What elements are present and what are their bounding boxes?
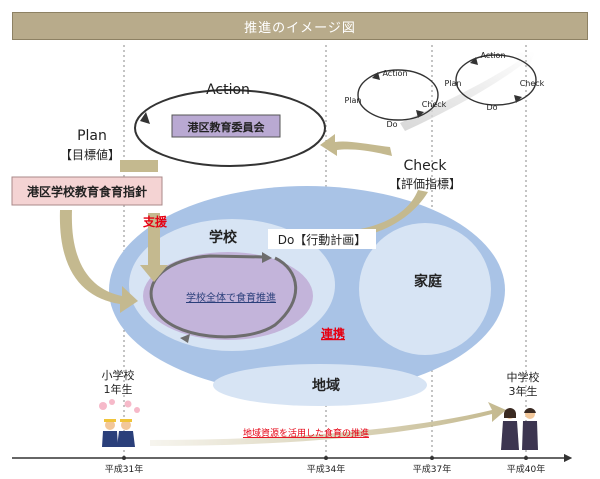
plan-to-policy-arrow — [120, 160, 158, 172]
small2-do: Do — [486, 103, 497, 112]
small1-do: Do — [386, 120, 397, 129]
policy-label: 港区学校教育食育指針 — [27, 184, 147, 199]
junior-students-icon — [501, 408, 538, 450]
small2-plan: Plan — [444, 79, 461, 88]
timeline-label-4: 平成40年 — [507, 463, 545, 475]
junior-line2: 3年生 — [509, 384, 538, 398]
title-bar: 推進のイメージ図 — [12, 12, 588, 40]
school-promotion-label: 学校全体で食育推進 — [186, 291, 276, 304]
support-arrow — [140, 213, 168, 282]
check-sub-label: 【評価指標】 — [389, 176, 461, 191]
check-to-committee-arrow — [320, 134, 392, 156]
home-label: 家庭 — [414, 273, 443, 290]
elementary-line1: 小学校 — [102, 368, 135, 382]
small-cycle-1 — [357, 69, 439, 121]
do-box — [268, 229, 376, 249]
home-circle — [359, 223, 491, 355]
region-label: 地域 — [312, 377, 340, 394]
small1-plan: Plan — [344, 96, 361, 105]
small2-check: Check — [520, 79, 545, 88]
action-ellipse — [134, 89, 326, 167]
progress-arrow — [150, 402, 506, 446]
action-label: Action — [206, 82, 250, 98]
plan-sub-label: 【目標値】 — [60, 147, 120, 162]
timeline-label-1: 平成31年 — [105, 463, 143, 475]
committee-box — [171, 114, 281, 138]
fade-arrow — [400, 52, 535, 131]
timeline-label-3: 平成37年 — [413, 463, 451, 475]
small1-check: Check — [422, 100, 447, 109]
policy-to-school-arrow — [59, 210, 138, 313]
check-label: Check — [403, 158, 447, 174]
elementary-line2: 1年生 — [104, 382, 133, 396]
do-label: Do【行動計画】 — [278, 232, 367, 247]
school-label: 学校 — [209, 229, 238, 246]
junior-line1: 中学校 — [507, 370, 540, 384]
collab-label: 連携 — [321, 326, 345, 341]
small2-action: Action — [480, 51, 505, 60]
region-ellipse — [213, 364, 427, 406]
do-to-check-arrow — [355, 190, 428, 238]
small-cycle-2 — [455, 54, 537, 106]
timeline-label-2: 平成34年 — [307, 463, 345, 475]
committee-label: 港区教育委員会 — [188, 120, 266, 134]
policy-box — [11, 176, 163, 206]
elementary-children-icon — [99, 399, 140, 447]
small1-action: Action — [382, 69, 407, 78]
support-label: 支援 — [142, 214, 168, 229]
plan-label: Plan — [77, 128, 107, 144]
region-resources-label: 地域資源を活用した食育の推進 — [243, 427, 369, 439]
page-title: 推進のイメージ図 — [244, 20, 356, 36]
inner-cycle-loop — [149, 254, 298, 339]
promotion-area — [143, 252, 313, 340]
